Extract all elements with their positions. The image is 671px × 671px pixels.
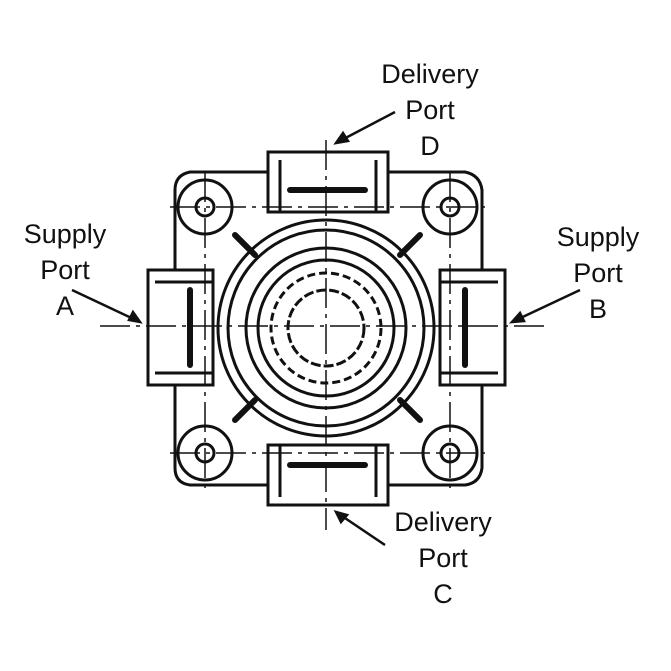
port-a-housing [146,268,215,387]
label-line: A [55,291,74,321]
port-d-housing [266,150,390,214]
label-delivery-port-c: Delivery Port C [373,504,513,612]
body-outline [146,150,507,507]
label-line: B [588,294,607,324]
label-line: Port [405,95,455,125]
label-line: Supply [556,222,640,252]
label-delivery-port-d: Delivery Port D [360,56,500,164]
label-supply-port-a: Supply Port A [5,216,125,324]
label-line: C [433,579,453,609]
label-line: D [420,131,440,161]
label-line: Port [40,255,90,285]
label-line: Delivery [381,59,479,89]
port-c-housing [266,443,390,507]
leader-arrows [71,110,581,547]
port-b-housing [438,268,507,387]
label-line: Delivery [394,507,492,537]
label-line: Supply [23,219,107,249]
label-line: Port [418,543,468,573]
label-supply-port-b: Supply Port B [538,219,658,327]
label-line: Port [573,258,623,288]
